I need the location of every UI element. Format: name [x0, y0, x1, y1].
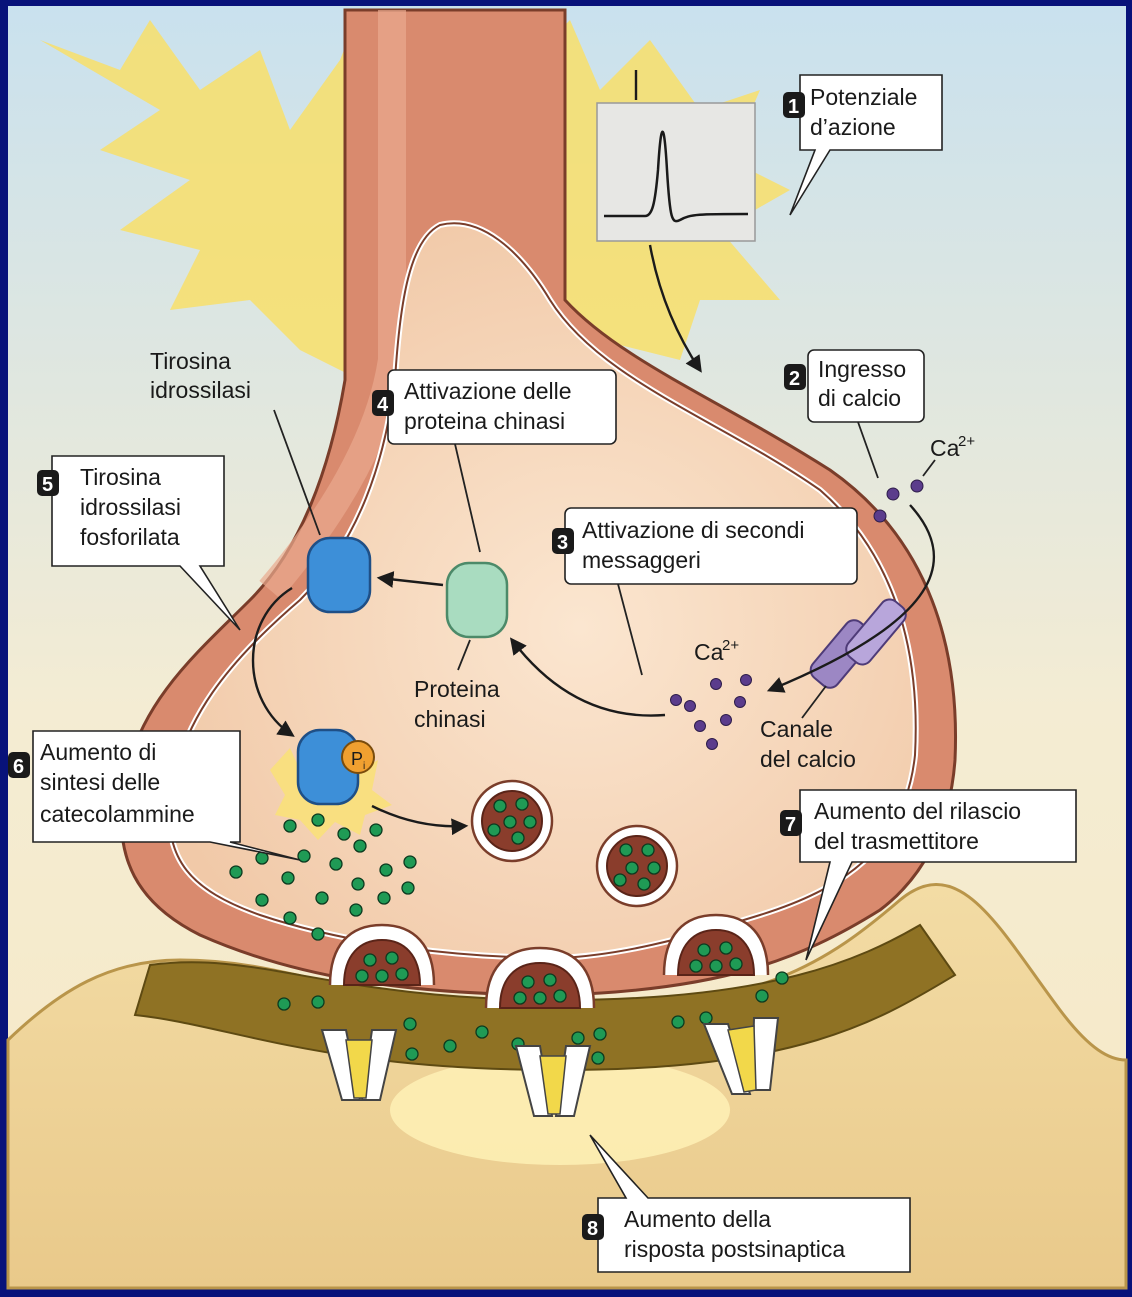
calcium-channel-line-2: del calcio [760, 746, 856, 772]
protein-kinase [447, 563, 507, 637]
step-6-number: 6 [13, 756, 24, 778]
step-5-line-2: idrossilasi [80, 494, 181, 520]
step-3-number: 3 [557, 532, 568, 554]
step-6-line-3: catecolammine [40, 801, 195, 827]
step-3-line-2: messaggeri [582, 547, 701, 573]
calcium-inside-label: Ca [694, 639, 724, 665]
step-5-line-3: fosforilata [80, 524, 180, 550]
step-5-line-1: Tirosina [80, 464, 161, 490]
step-7-line-2: del trasmettitore [814, 828, 979, 854]
vesicle [597, 826, 677, 906]
step-2-line-1: Ingresso [818, 356, 906, 382]
calcium-ion [887, 488, 899, 500]
protein-kinase-line-1: Proteina [414, 676, 500, 702]
vesicle [472, 781, 552, 861]
phosphate-subscript: i [363, 761, 365, 772]
step-4-number: 4 [377, 394, 389, 416]
step-8-number: 8 [587, 1218, 598, 1240]
tyrosine-hydroxylase-line-2: idrossilasi [150, 377, 251, 403]
step-6-line-1: Aumento di [40, 739, 156, 765]
tyrosine-hydroxylase [308, 538, 370, 612]
step-1-line-2: d’azione [810, 114, 896, 140]
calcium-inside-charge: 2+ [722, 637, 739, 654]
protein-kinase-line-2: chinasi [414, 706, 486, 732]
step-8-line-2: risposta postsinaptica [624, 1236, 845, 1262]
step-3-line-1: Attivazione di secondi [582, 517, 804, 543]
step-5-number: 5 [42, 474, 53, 496]
step-8-line-1: Aumento della [624, 1206, 771, 1232]
step-7-number: 7 [785, 814, 796, 836]
step-1-line-1: Potenziale [810, 84, 917, 110]
action-potential-trace [597, 103, 755, 241]
tyrosine-hydroxylase-line-1: Tirosina [150, 348, 231, 374]
calcium-ion [874, 510, 886, 522]
calcium-outside-charge: 2+ [958, 433, 975, 450]
step-4-line-1: Attivazione delle [404, 378, 572, 404]
step-2-number: 2 [789, 368, 800, 390]
step-2-line-2: di calcio [818, 385, 901, 411]
step-7-line-1: Aumento del rilascio [814, 798, 1021, 824]
phosphate-label: P [351, 749, 363, 769]
step-4-line-2: proteina chinasi [404, 408, 565, 434]
calcium-ion [911, 480, 923, 492]
calcium-outside-label: Ca [930, 435, 960, 461]
calcium-channel-line-1: Canale [760, 716, 833, 742]
step-1-number: 1 [788, 96, 799, 118]
step-6-line-2: sintesi delle [40, 769, 160, 795]
